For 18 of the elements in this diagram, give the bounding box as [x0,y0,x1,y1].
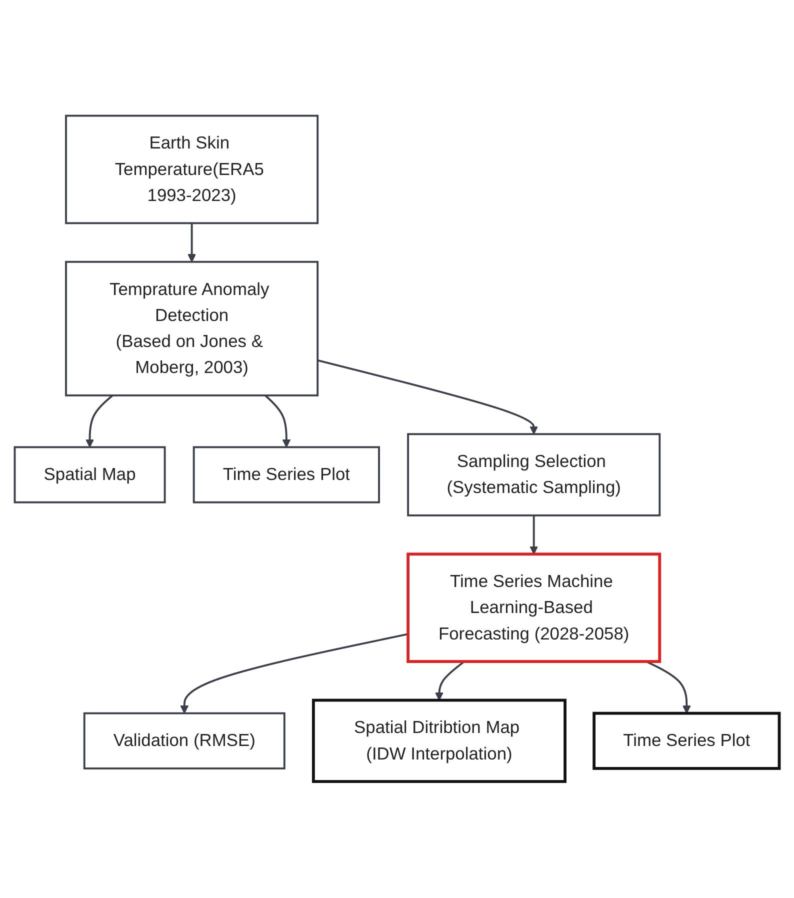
flowchart: Earth Skin Temperature(ERA5 1993-2023) Temprature Anomaly Detection (Based on Jones & Moberg, 2003) Spatial Map Time Series Plot Sampling Selection (Systematic Sampling) Time Series Machine Learning-Based Forecasting (2028-2058) Validation (RMSE) Spatial Ditribtion Map (IDW Interpolation) Time Series Plot [7,108,787,790]
arrow [188,224,196,263]
arrow [434,661,465,701]
node-box [65,261,319,397]
node-box [312,699,566,784]
node-box [592,712,781,770]
node-box [14,446,166,504]
node-box [83,712,286,770]
arrow [530,516,538,555]
node-box [406,553,662,664]
arrow [86,395,114,448]
node-box [192,446,380,504]
arrow [646,661,691,714]
arrow [317,360,538,435]
node-box [407,434,661,517]
arrow [180,634,408,714]
node-box [65,115,319,224]
arrow [264,395,291,448]
